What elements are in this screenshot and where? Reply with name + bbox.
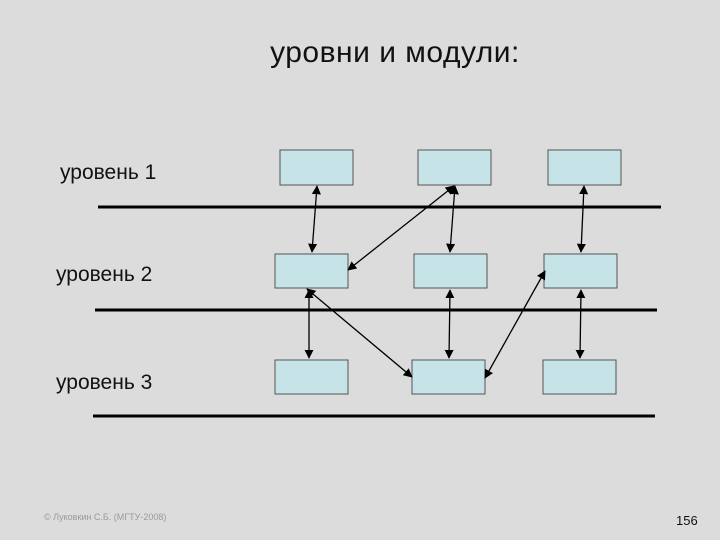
link-l2m3-l3m2 (484, 270, 546, 379)
link-l1m3-l2m3 (576, 185, 589, 253)
link-l2m1-l3m2 (306, 288, 413, 378)
module-l1-1 (279, 149, 354, 186)
module-l1-2 (417, 149, 492, 186)
level-1-label: уровень 1 (60, 161, 157, 184)
link-l2m3-l3m3 (575, 289, 586, 359)
link-l2m2-l3m2 (444, 289, 455, 359)
module-l1-3 (547, 149, 622, 186)
module-l2-2 (413, 253, 488, 289)
copyright-note: © Луковкин С.Б. (МГТУ-2008) (44, 512, 167, 522)
link-l1m2-l2m2 (446, 185, 459, 253)
module-l3-3 (542, 359, 617, 395)
level-3-label: уровень 3 (56, 371, 153, 394)
link-l1m2-l2m1 (347, 185, 455, 271)
module-l2-1 (274, 253, 349, 289)
slide-title: уровни и модули: (270, 36, 520, 69)
page-number: 156 (676, 513, 698, 528)
link-l1m1-l2m1 (308, 185, 321, 253)
module-l2-3 (543, 253, 618, 289)
module-l3-1 (274, 359, 349, 395)
module-l3-2 (411, 359, 486, 395)
level-2-label: уровень 2 (56, 263, 153, 286)
